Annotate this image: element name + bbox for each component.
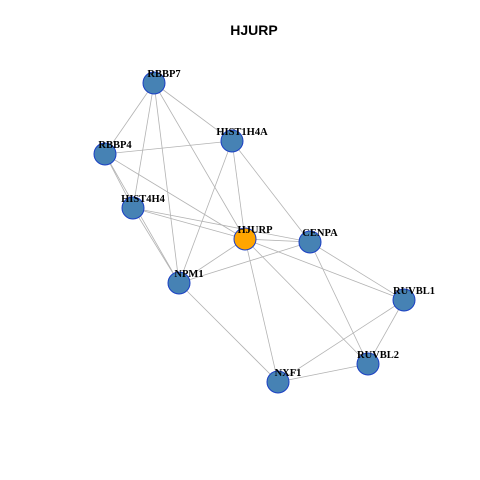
- node-rbbp7: [142, 71, 166, 95]
- node-label-ruvbl2: RUVBL2: [357, 350, 399, 361]
- node-hist4h4: [121, 196, 145, 220]
- edge-rbbp4-npm1: [104, 153, 180, 284]
- node-label-nxf1: NXF1: [275, 368, 302, 379]
- node-npm1: [167, 271, 191, 295]
- edge-cenpa-ruvbl2: [309, 241, 369, 365]
- edge-hist1h4a-hjurp: [231, 140, 246, 240]
- edge-cenpa-ruvbl1: [309, 241, 405, 301]
- edge-hist4h4-cenpa: [132, 207, 311, 243]
- node-label-ruvbl1: RUVBL1: [393, 286, 435, 297]
- node-hist1h4a: [220, 129, 244, 153]
- node-cenpa: [298, 230, 322, 254]
- edge-ruvbl1-ruvbl2: [367, 299, 405, 365]
- edge-ruvbl2-nxf1: [277, 363, 369, 383]
- node-label-cenpa: CENPA: [302, 228, 338, 239]
- node-label-hist1h4a: HIST1H4A: [216, 127, 268, 138]
- node-label-rbbp7: RBBP7: [147, 69, 180, 80]
- node-nxf1: [266, 370, 290, 394]
- edge-rbbp7-hist1h4a: [153, 82, 233, 142]
- edge-ruvbl1-nxf1: [277, 299, 405, 383]
- edge-rbbp4-hist1h4a: [104, 140, 233, 155]
- edge-rbbp7-hist4h4: [132, 82, 155, 209]
- edge-hist1h4a-cenpa: [231, 140, 311, 243]
- edge-rbbp7-npm1: [153, 82, 180, 284]
- node-label-hist4h4: HIST4H4: [121, 194, 166, 205]
- node-label-hjurp: HJURP: [238, 225, 274, 236]
- node-layer: [93, 71, 416, 394]
- node-ruvbl1: [392, 288, 416, 312]
- edge-hjurp-nxf1: [244, 238, 279, 383]
- edge-rbbp7-rbbp4: [104, 82, 155, 155]
- node-ruvbl2: [356, 352, 380, 376]
- node-hjurp: [233, 227, 257, 251]
- edge-npm1-nxf1: [178, 282, 279, 383]
- node-rbbp4: [93, 142, 117, 166]
- diagram-title: HJURP: [230, 22, 277, 38]
- edge-cenpa-npm1: [178, 241, 311, 284]
- node-label-rbbp4: RBBP4: [98, 140, 132, 151]
- edge-hist4h4-hjurp: [132, 207, 246, 240]
- edge-hist1h4a-npm1: [178, 140, 233, 284]
- node-label-npm1: NPM1: [174, 269, 203, 280]
- edge-hjurp-npm1: [178, 238, 246, 284]
- edge-hist4h4-npm1: [132, 207, 180, 284]
- edge-hjurp-ruvbl1: [244, 238, 405, 301]
- edge-rbbp7-hjurp: [153, 82, 246, 240]
- edge-hjurp-ruvbl2: [244, 238, 369, 365]
- edge-layer: [104, 82, 405, 383]
